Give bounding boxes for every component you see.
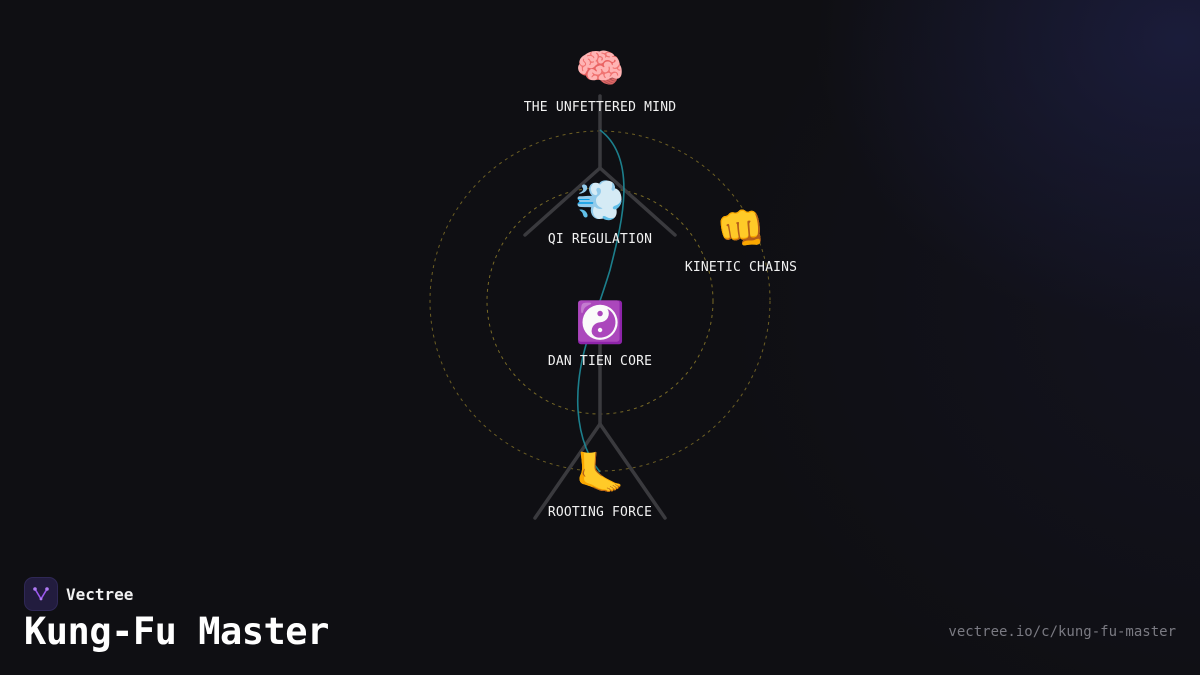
node-rooting[interactable]: 🦶 ROOTING FORCE [548, 451, 652, 520]
right-leg [598, 422, 667, 520]
brand-name: Vectree [66, 584, 134, 604]
node-label: QI REGULATION [547, 232, 653, 247]
dash-wind-icon: 💨 [575, 178, 625, 224]
brand[interactable]: Vectree [24, 577, 133, 611]
node-label: ROOTING FORCE [547, 505, 653, 520]
branch-fork-icon [24, 577, 58, 611]
node-dantien[interactable]: ☯️ DAN TIEN CORE [548, 300, 652, 369]
node-qi[interactable]: 💨 QI REGULATION [548, 178, 652, 247]
page-url[interactable]: vectree.io/c/kung-fu-master [948, 624, 1176, 640]
node-label: THE UNFETTERED MIND [523, 100, 677, 115]
node-mind[interactable]: 🧠 THE UNFETTERED MIND [524, 46, 677, 115]
page-title: Kung-Fu Master [24, 610, 329, 653]
left-leg [533, 422, 602, 520]
node-label: KINETIC CHAINS [684, 260, 798, 275]
energy-flow-line [576, 129, 625, 473]
node-label: DAN TIEN CORE [547, 354, 653, 369]
right-arm [598, 166, 677, 237]
left-arm [523, 166, 602, 237]
foot-icon: 🦶 [575, 451, 625, 497]
brain-icon: 🧠 [575, 46, 625, 92]
node-kinetic[interactable]: 👊 KINETIC CHAINS [685, 206, 797, 275]
fist-icon: 👊 [716, 206, 766, 252]
yin-yang-icon: ☯️ [575, 300, 625, 346]
